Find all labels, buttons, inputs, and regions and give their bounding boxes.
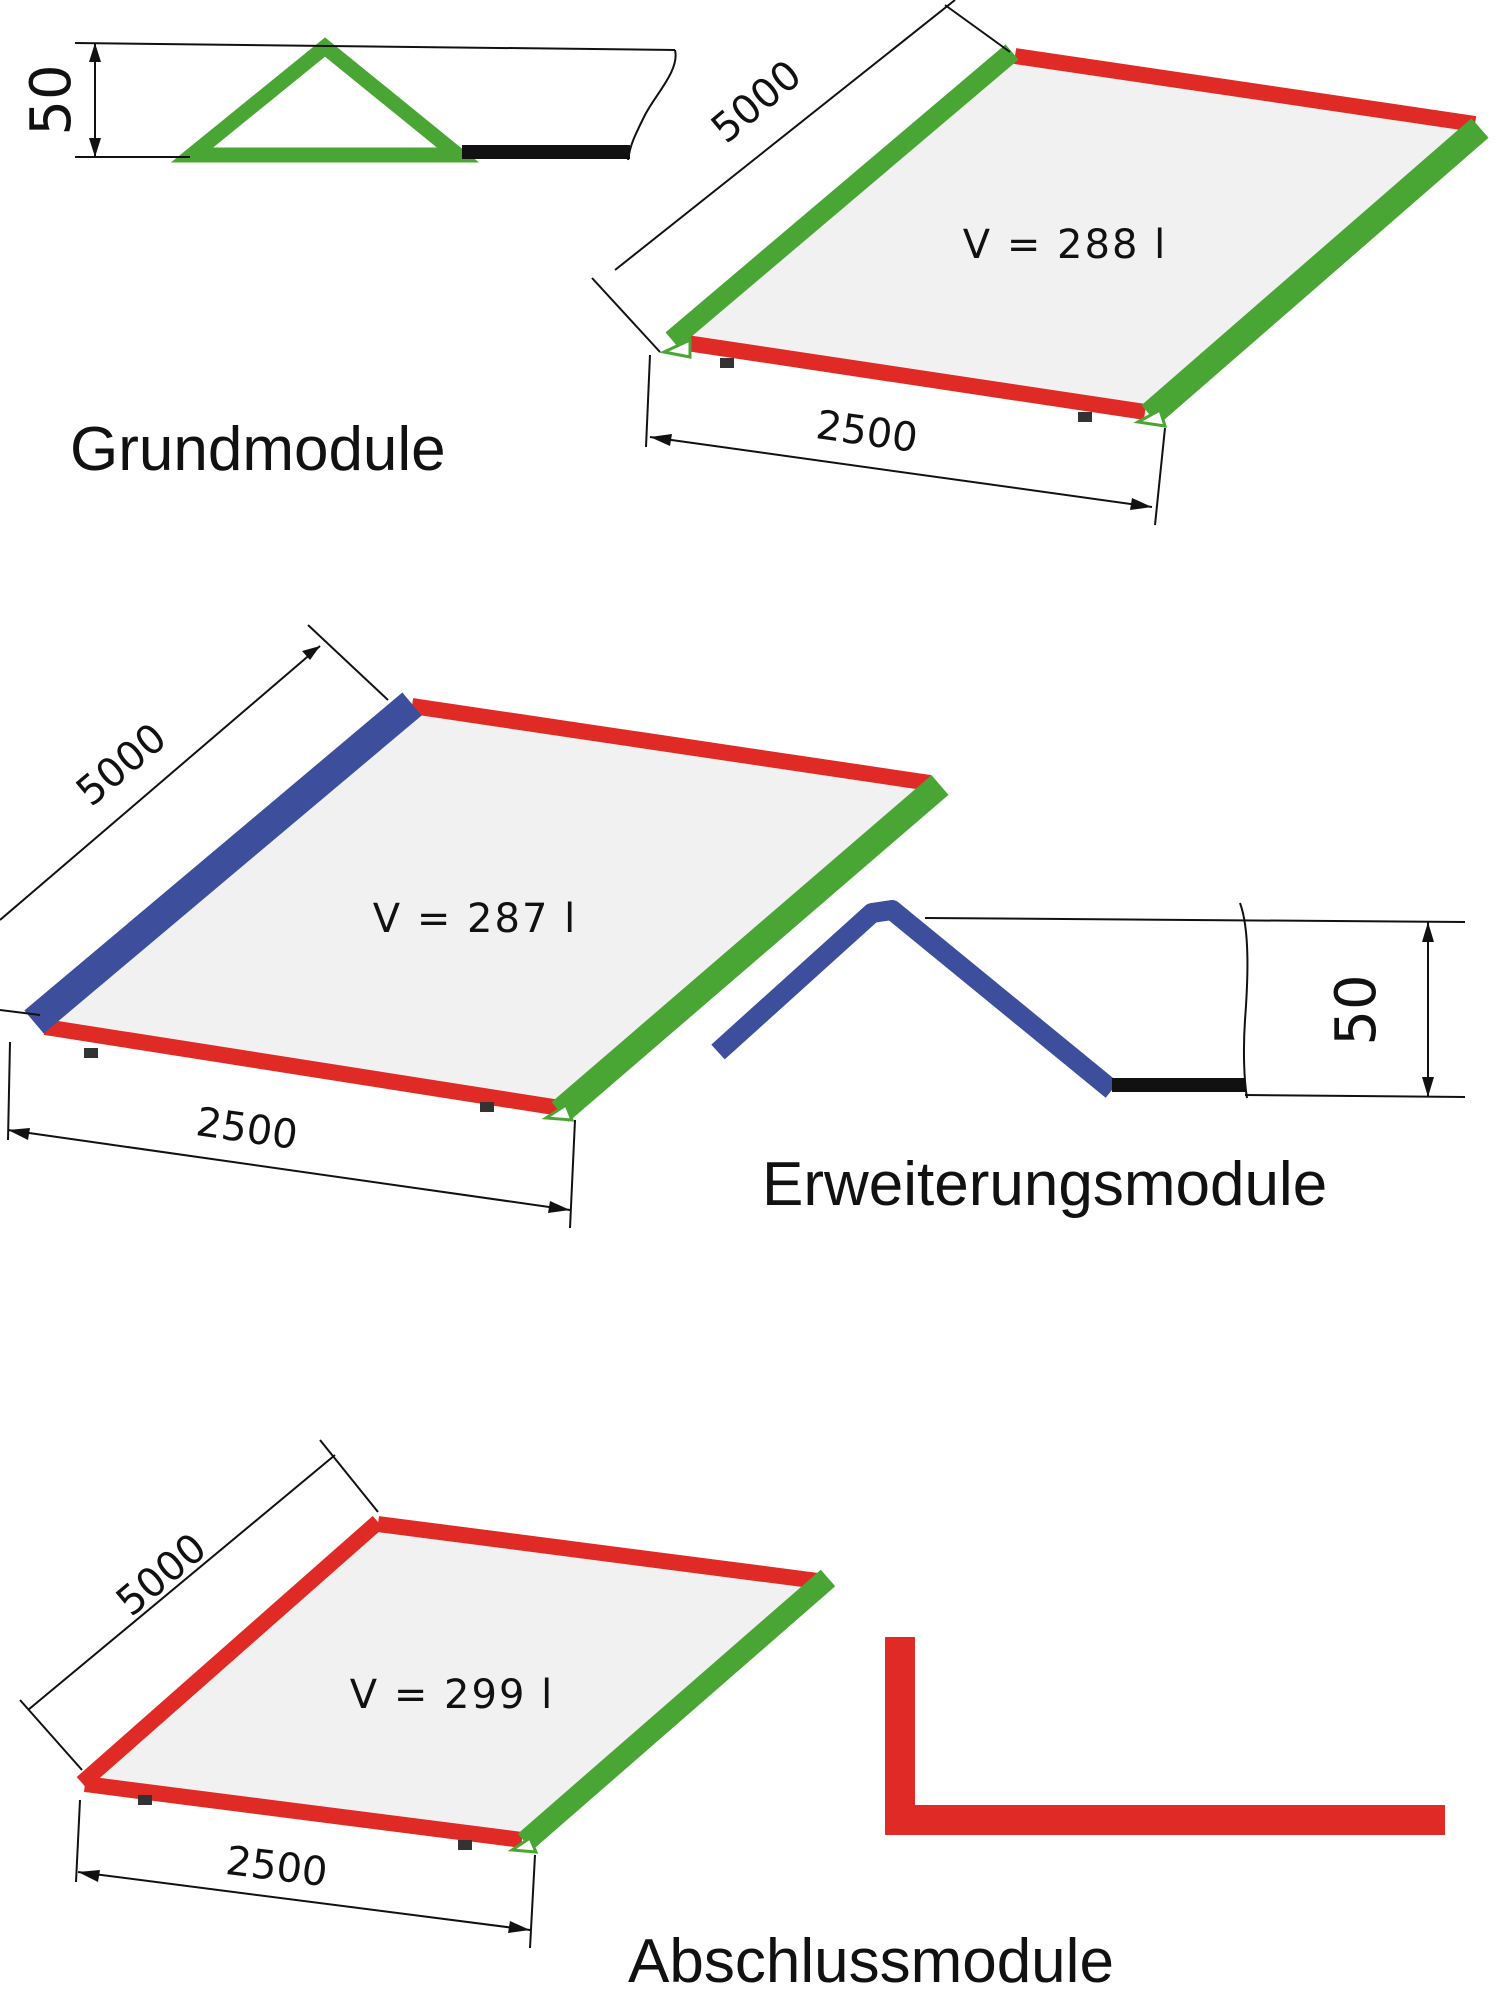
abschluss-profile xyxy=(885,1637,1445,1835)
abschluss-volume-label: V = 299 l xyxy=(350,1672,554,1718)
grund-profile-triangle xyxy=(170,37,480,163)
grundmodule-section: 50 V = 288 l 5000 2500 xyxy=(19,0,1489,526)
abschluss-edge-top xyxy=(376,1516,820,1589)
erweiterung-profile: 50 xyxy=(711,900,1466,1099)
abschluss-profile-l-shape xyxy=(885,1637,1445,1835)
abschluss-edge-left xyxy=(76,1515,384,1790)
abschluss-length-label: 5000 xyxy=(108,1525,216,1626)
abschluss-width-label: 2500 xyxy=(223,1838,330,1896)
grund-edge-top xyxy=(1013,48,1477,132)
erweiterung-volume-label: V = 287 l xyxy=(373,896,577,942)
erweiterung-edge-top xyxy=(410,698,932,791)
erweiterung-profile-height-label: 50 xyxy=(1324,974,1389,1045)
erweiterung-plate: V = 287 l xyxy=(24,692,949,1122)
abschluss-edge-right xyxy=(517,1569,836,1851)
erweiterung-edge-front xyxy=(43,1019,562,1116)
erweiterung-profile-bend xyxy=(711,900,1119,1098)
erweiterungsmodule-label: Erweiterungsmodule xyxy=(762,1150,1327,1219)
grundmodule-label: Grundmodule xyxy=(70,415,446,484)
abschluss-plate: V = 299 l xyxy=(76,1515,836,1854)
grund-length-label: 5000 xyxy=(703,52,811,153)
grund-edge-right xyxy=(1141,118,1489,425)
abschlussmodule-label: Abschlussmodule xyxy=(628,1927,1114,1996)
grund-width-label: 2500 xyxy=(813,402,920,462)
erweiterung-edge-left xyxy=(24,692,422,1034)
erweiterung-length-label: 5000 xyxy=(68,715,176,816)
abschluss-edge-front xyxy=(83,1776,524,1848)
grund-volume-label: V = 288 l xyxy=(963,222,1167,268)
grund-edge-left xyxy=(665,44,1019,348)
grund-edge-front xyxy=(678,334,1147,420)
erweiterung-width-label: 2500 xyxy=(193,1099,300,1159)
grund-profile-height-label: 50 xyxy=(19,64,84,135)
abschlussmodule-section: V = 299 l 5000 2500 Abschlussmodule xyxy=(19,1439,1445,1996)
erweiterung-edge-right xyxy=(551,775,949,1122)
grund-plate: V = 288 l xyxy=(659,44,1489,428)
grund-profile: 50 xyxy=(19,37,677,163)
erweiterungsmodule-section: V = 287 l 5000 2500 50 xyxy=(0,624,1466,1229)
